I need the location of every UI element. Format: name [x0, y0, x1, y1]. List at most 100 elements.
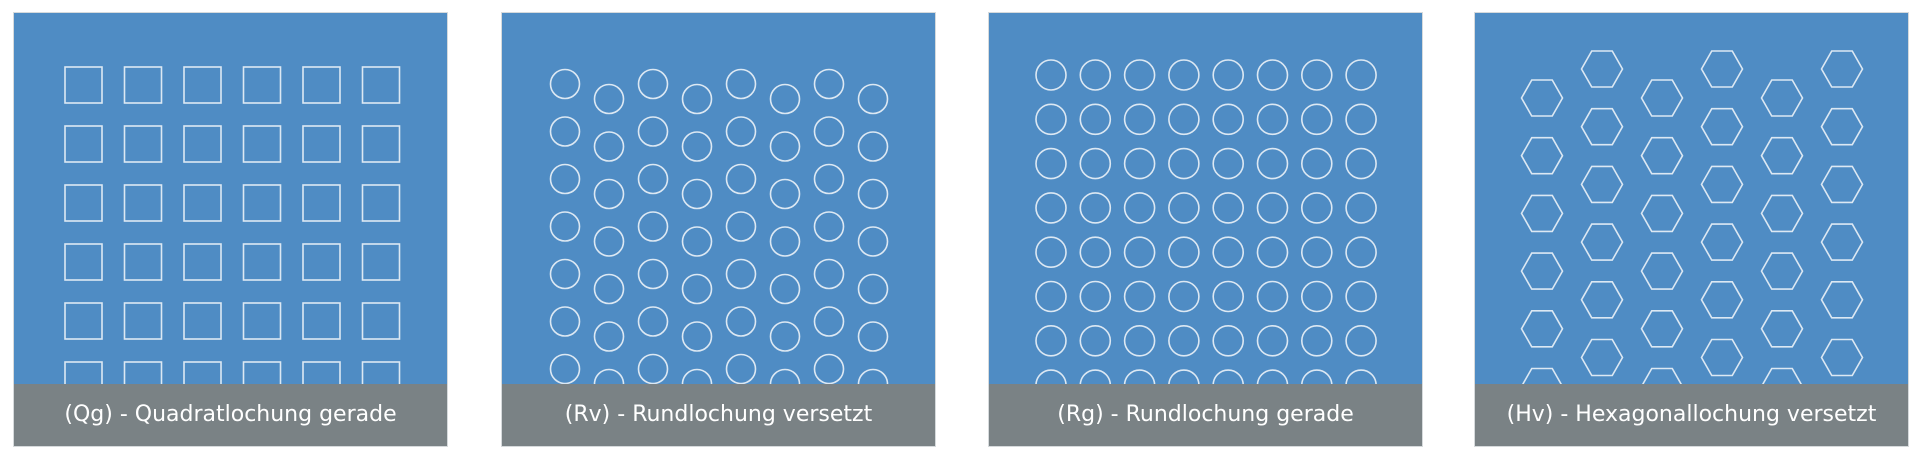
square-hole	[183, 66, 222, 104]
hex-hole	[1642, 367, 1682, 384]
round-hole	[1345, 324, 1377, 357]
hex-hole	[1640, 79, 1684, 117]
hex-hole	[1700, 223, 1744, 261]
round-hole	[1035, 280, 1067, 313]
round-hole	[1035, 59, 1067, 91]
round-hole	[1123, 324, 1156, 357]
square-hole	[183, 243, 222, 281]
round-hole	[857, 131, 889, 162]
round-hole	[637, 258, 669, 290]
panel-hex-staggered[interactable]: (Hv) - Hexagonallochung versetzt	[1474, 12, 1909, 447]
round-hole	[857, 321, 889, 352]
square-hole	[242, 243, 282, 281]
square-hole	[242, 184, 282, 222]
round-hole	[637, 211, 669, 242]
round-hole	[593, 131, 625, 162]
round-hole	[813, 68, 845, 100]
panel-round-staggered[interactable]: (Rv) - Rundlochung versetzt	[501, 12, 936, 447]
round-hole	[681, 131, 713, 162]
hex-hole	[1580, 338, 1624, 377]
panel-caption: (Rg) - Rundlochung gerade	[989, 384, 1422, 446]
square-hole	[302, 361, 341, 384]
round-hole	[1123, 369, 1156, 384]
panel-round-straight[interactable]: (Rg) - Rundlochung gerade	[988, 12, 1423, 447]
hex-hole	[1580, 165, 1624, 204]
square-hole	[361, 66, 401, 104]
round-hole	[1345, 59, 1377, 91]
round-hole	[1079, 280, 1112, 313]
round-hole	[857, 226, 889, 257]
square-hole	[302, 125, 341, 163]
hex-hole	[1760, 194, 1804, 233]
square-hole	[123, 243, 163, 281]
hex-hole	[1762, 367, 1802, 384]
round-hole	[1212, 324, 1244, 357]
hex-hole	[1700, 338, 1744, 377]
round-hole	[813, 353, 845, 384]
round-hole	[1300, 59, 1333, 91]
round-hole	[549, 116, 581, 147]
square-hole	[123, 66, 163, 104]
round-hole	[1212, 59, 1244, 91]
square-hole-pattern	[64, 66, 401, 384]
round-hole	[593, 83, 625, 115]
round-hole	[769, 321, 801, 352]
hex-hole	[1640, 252, 1684, 290]
hex-hole	[1820, 50, 1864, 88]
round-hole	[1123, 236, 1156, 268]
square-hole	[183, 302, 222, 340]
square-hole	[64, 302, 103, 340]
round-hole	[1079, 192, 1112, 224]
round-hole	[637, 116, 669, 147]
round-hole	[813, 163, 845, 195]
round-hole	[857, 368, 889, 384]
round-hole	[769, 226, 801, 257]
round-hole	[1035, 147, 1067, 180]
round-hole	[1300, 236, 1333, 268]
round-hole	[1212, 236, 1244, 268]
round-hole	[1345, 103, 1377, 136]
hex-hole	[1520, 252, 1564, 290]
round-hole	[1301, 369, 1333, 384]
square-hole	[361, 125, 401, 163]
hex-staggered-hole-pattern	[1520, 50, 1864, 384]
round-hole	[1256, 147, 1289, 180]
round-hole	[1079, 103, 1112, 136]
square-hole	[361, 243, 401, 281]
round-hole	[1212, 103, 1244, 136]
round-hole	[1212, 369, 1244, 384]
round-hole	[857, 273, 889, 305]
square-hole	[242, 361, 282, 384]
square-hole	[302, 243, 341, 281]
round-hole	[1345, 369, 1377, 384]
round-hole	[725, 163, 757, 195]
round-hole	[1079, 59, 1112, 91]
round-hole	[549, 163, 581, 195]
round-hole	[1035, 236, 1067, 268]
round-hole	[1345, 280, 1377, 313]
round-hole	[725, 211, 757, 242]
round-hole	[593, 368, 625, 384]
hex-hole	[1520, 309, 1564, 348]
round-hole	[1256, 192, 1289, 224]
round-hole	[1300, 103, 1333, 136]
square-hole	[242, 125, 282, 163]
round-hole	[1300, 280, 1333, 313]
round-hole	[593, 321, 625, 352]
hex-hole	[1522, 367, 1562, 384]
round-hole	[1168, 192, 1200, 224]
round-hole	[1168, 59, 1200, 91]
square-hole	[123, 361, 163, 384]
round-hole	[725, 306, 757, 337]
hex-hole	[1820, 107, 1864, 146]
square-hole	[361, 184, 401, 222]
round-hole	[681, 178, 713, 210]
square-hole	[183, 184, 222, 222]
round-hole	[1079, 236, 1112, 268]
round-hole	[1035, 369, 1067, 384]
round-hole	[593, 178, 625, 210]
round-hole	[1168, 103, 1200, 136]
round-hole	[549, 353, 581, 384]
round-hole	[1035, 324, 1067, 357]
panel-square-straight[interactable]: (Qg) - Quadratlochung gerade	[13, 12, 448, 447]
